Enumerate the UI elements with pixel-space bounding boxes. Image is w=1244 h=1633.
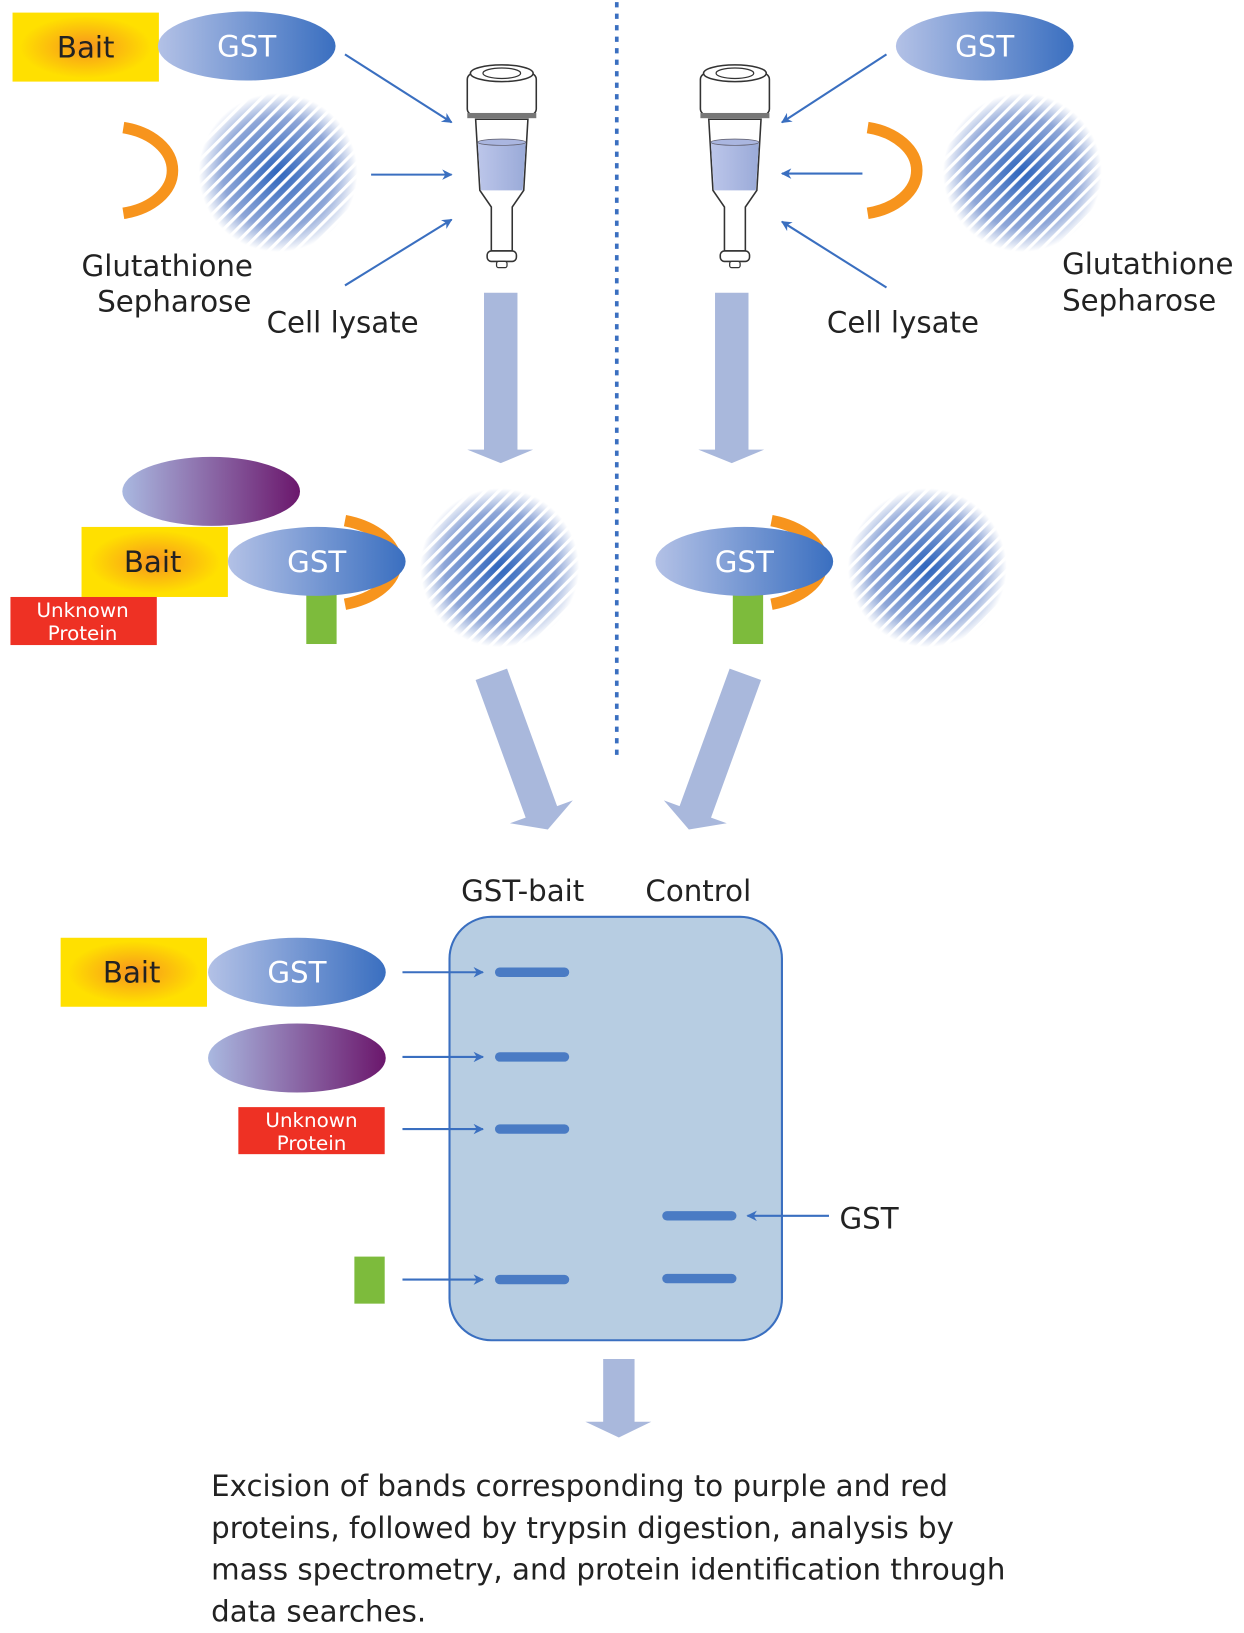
bait-box <box>12 12 159 82</box>
sepharose-bead <box>198 93 358 252</box>
control-complex: GST <box>655 488 1007 648</box>
bait-label: Bait <box>57 31 115 65</box>
process-arrow <box>467 292 534 464</box>
unknown-protein-box <box>10 596 157 646</box>
caption-line: data searches. <box>211 1594 426 1628</box>
green-tag <box>732 591 764 645</box>
protein-label: Protein <box>277 1132 347 1155</box>
sepharose-label: Sepharose <box>97 285 251 319</box>
unknown-protein-ellipse <box>208 1023 386 1093</box>
glutathione-label: Glutathione <box>82 249 253 283</box>
sepharose-bead <box>420 488 580 648</box>
bait-complex: Bait GST Unknown Protein <box>10 456 580 648</box>
cell-lysate-label: Cell lysate <box>827 305 979 339</box>
gst-ellipse <box>895 11 1074 81</box>
gst-ellipse <box>655 526 834 596</box>
sepharose-bead <box>847 488 1007 648</box>
gst-ellipse <box>208 937 386 1007</box>
top-left-inputs: Bait GST Glutathione Sepharose Cell lysa… <box>12 11 538 339</box>
control-lane-label: Control <box>645 874 751 908</box>
gst-bait-lane-label: GST-bait <box>461 874 584 908</box>
green-tag <box>306 591 337 645</box>
bait-box <box>81 526 228 597</box>
gel-bands <box>494 967 737 1285</box>
spin-column <box>466 64 538 269</box>
arrow <box>344 218 453 287</box>
gst-label: GST <box>287 545 346 579</box>
process-arrow <box>663 668 762 830</box>
cell-lysate-label: Cell lysate <box>267 305 419 339</box>
green-tag <box>354 1256 385 1304</box>
caption: Excision of bands corresponding to purpl… <box>211 1469 1005 1628</box>
sepharose-bead <box>942 93 1102 252</box>
gst-label: GST <box>715 545 774 579</box>
caption-line: proteins, followed by trypsin digestion,… <box>211 1511 954 1545</box>
unknown-label: Unknown <box>36 599 128 622</box>
gst-label: GST <box>217 30 276 64</box>
gst-ellipse <box>157 11 336 81</box>
top-right-inputs: GST Glutathione Sepharose Cell lysate <box>699 11 1233 339</box>
gst-label: GST <box>955 30 1014 64</box>
arrow <box>781 53 888 124</box>
gst-ellipse <box>227 526 406 596</box>
protein-label: Protein <box>48 622 118 645</box>
bait-box <box>60 937 207 1007</box>
caption-line: mass spectrometry, and protein identific… <box>211 1553 1005 1587</box>
unknown-protein-ellipse <box>122 456 301 526</box>
bait-label: Bait <box>103 956 161 990</box>
glutathione-shape <box>866 121 923 219</box>
arrow <box>344 53 453 124</box>
process-arrow <box>475 668 573 830</box>
glutathione-shape <box>122 121 179 219</box>
sepharose-label: Sepharose <box>1062 284 1216 318</box>
glutathione-label: Glutathione <box>1062 247 1233 281</box>
bait-label: Bait <box>124 545 182 579</box>
process-arrow <box>585 1359 652 1438</box>
arrow <box>781 220 888 289</box>
unknown-protein-box <box>238 1107 385 1155</box>
process-arrow <box>698 292 765 464</box>
caption-line: Excision of bands corresponding to purpl… <box>211 1469 948 1503</box>
gst-band-label: GST <box>839 1201 898 1235</box>
spin-column <box>699 64 771 269</box>
unknown-label: Unknown <box>265 1109 357 1132</box>
gst-label: GST <box>267 956 326 990</box>
